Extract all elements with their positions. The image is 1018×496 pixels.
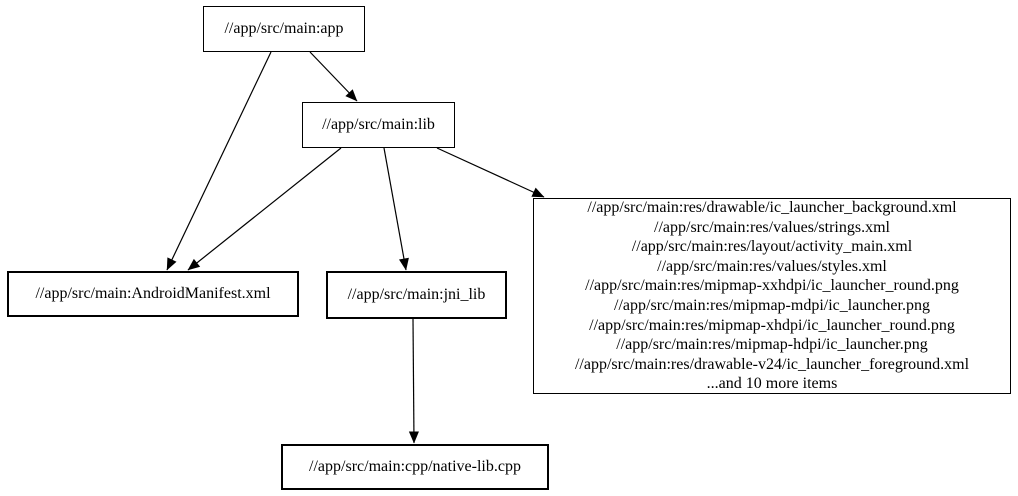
node-native-lib-cpp-label: //app/src/main:cpp/native-lib.cpp	[309, 458, 521, 476]
node-jni-lib: //app/src/main:jni_lib	[326, 271, 507, 319]
res-file-line: //app/src/main:res/mipmap-xhdpi/ic_launc…	[589, 316, 955, 334]
node-app-label: //app/src/main:app	[224, 20, 344, 38]
edge-app-to-manifest	[166, 51, 272, 271]
edge-jni-lib-to-native-cpp	[408, 318, 419, 444]
node-lib: //app/src/main:lib	[302, 102, 455, 148]
edge-lib-to-manifest	[187, 147, 342, 271]
edge-lib-to-res	[436, 147, 545, 198]
node-lib-label: //app/src/main:lib	[322, 116, 435, 134]
node-android-manifest: //app/src/main:AndroidManifest.xml	[7, 271, 299, 317]
res-file-line: //app/src/main:res/mipmap-mdpi/ic_launch…	[614, 297, 930, 314]
edge-lib-to-jni-lib	[383, 147, 409, 271]
res-file-line: //app/src/main:res/layout/activity_main.…	[631, 238, 913, 256]
node-res-files: //app/src/main:res/drawable/ic_launcher_…	[533, 198, 1011, 394]
node-native-lib-cpp: //app/src/main:cpp/native-lib.cpp	[281, 444, 549, 490]
res-file-line: //app/src/main:res/values/strings.xml	[654, 218, 890, 236]
node-android-manifest-label: //app/src/main:AndroidManifest.xml	[35, 285, 271, 303]
res-file-line: //app/src/main:res/values/styles.xml	[657, 257, 887, 275]
node-jni-lib-label: //app/src/main:jni_lib	[347, 286, 486, 304]
edge-app-to-lib	[309, 51, 358, 102]
res-more-items-line: ...and 10 more items	[706, 375, 838, 393]
res-file-line: //app/src/main:res/mipmap-hdpi/ic_launch…	[616, 336, 928, 354]
res-file-line: //app/src/main:res/mipmap-xxhdpi/ic_laun…	[585, 277, 959, 295]
res-file-line: //app/src/main:res/drawable-v24/ic_launc…	[574, 355, 970, 373]
node-app: //app/src/main:app	[203, 6, 365, 52]
res-file-line: //app/src/main:res/drawable/ic_launcher_…	[587, 199, 957, 217]
